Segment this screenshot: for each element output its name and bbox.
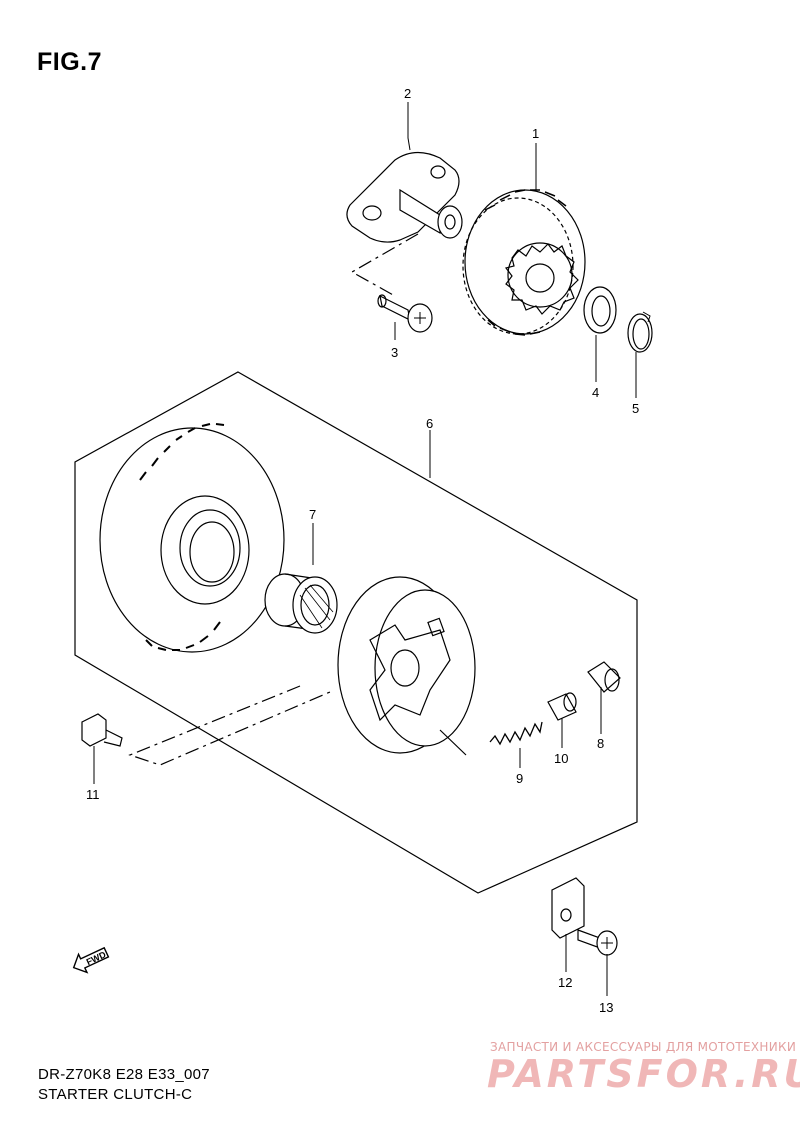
part-label-6: 6 — [426, 416, 433, 431]
part-label-13: 13 — [599, 1000, 613, 1015]
assembly-outline — [74, 371, 638, 894]
part-label-8: 8 — [597, 736, 604, 751]
figure-title: FIG.7 — [37, 48, 103, 76]
watermark-subtitle: ЗАПЧАСТИ И АКСЕССУАРЫ ДЛЯ МОТОТЕХНИКИ — [490, 1040, 797, 1054]
part-12-plate[interactable] — [551, 877, 585, 939]
part-13-screw[interactable] — [577, 929, 618, 956]
part-label-7: 7 — [309, 507, 316, 522]
part-4-washer[interactable] — [583, 286, 617, 334]
part-label-11: 11 — [86, 787, 100, 802]
part-11-bolt[interactable] — [81, 713, 123, 747]
part-label-9: 9 — [516, 771, 523, 786]
part-6-one-way-clutch-body[interactable] — [337, 576, 476, 754]
leader-9 — [439, 729, 467, 756]
model-code: DR-Z70K8 E28 E33_007 — [38, 1066, 210, 1083]
part-label-3: 3 — [391, 345, 398, 360]
part-7-needle-bearing[interactable] — [264, 573, 338, 634]
part-10-plunger[interactable] — [547, 692, 577, 721]
part-label-12: 12 — [558, 975, 572, 990]
leader-11 — [128, 685, 331, 766]
part-9-spring[interactable] — [489, 721, 543, 746]
watermark-logo: PARTSFOR.RU — [487, 1052, 800, 1096]
part-label-5: 5 — [632, 401, 639, 416]
leader-3 — [350, 233, 419, 297]
part-8-roller[interactable] — [587, 661, 621, 693]
part-label-10: 10 — [554, 751, 568, 766]
part-label-1: 1 — [532, 126, 539, 141]
part-label-4: 4 — [592, 385, 599, 400]
part-3-screw[interactable] — [377, 294, 433, 333]
part-2-bracket[interactable] — [346, 151, 463, 243]
figure-caption: STARTER CLUTCH-C — [38, 1086, 193, 1103]
part-1-gear[interactable] — [462, 189, 586, 336]
part-label-2: 2 — [404, 86, 411, 101]
leader-lines — [93, 102, 637, 996]
part-6-starter-driven-gear[interactable] — [99, 423, 285, 653]
part-5-circlip[interactable] — [627, 311, 653, 353]
forward-arrow-icon: FWD — [72, 946, 110, 974]
